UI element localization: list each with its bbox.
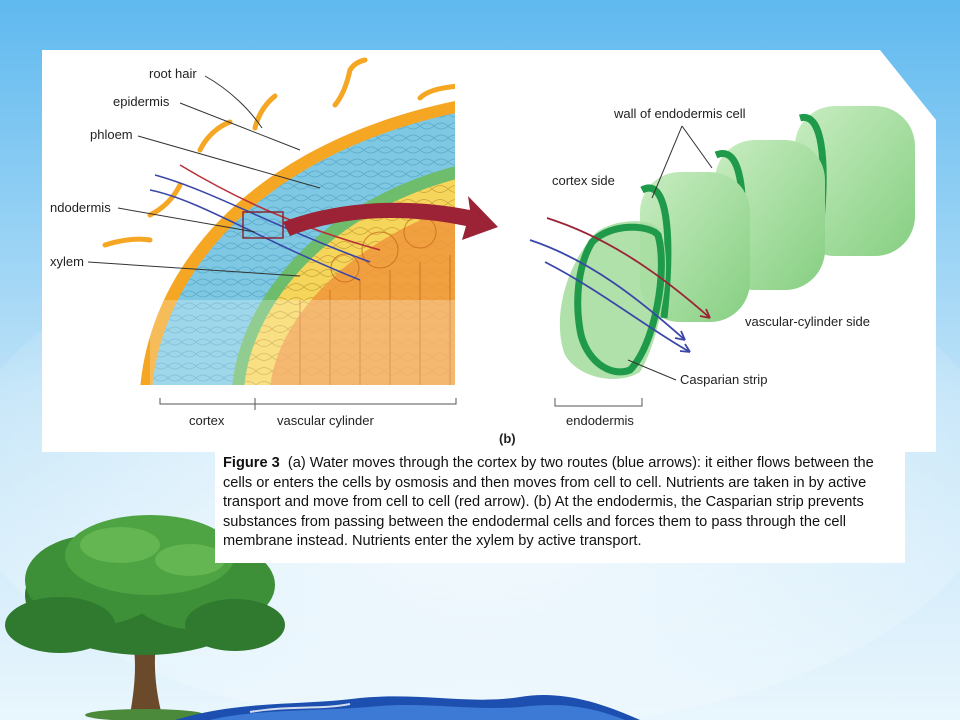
label-endodermis-right: endodermis bbox=[566, 413, 634, 428]
water-splash bbox=[175, 694, 640, 720]
label-endodermis-left: ndodermis bbox=[50, 200, 111, 215]
tree-illustration bbox=[5, 515, 285, 721]
label-root-hair: root hair bbox=[149, 66, 197, 81]
label-cortex: cortex bbox=[189, 413, 225, 428]
label-casparian-strip: Casparian strip bbox=[680, 372, 768, 387]
label-epidermis: epidermis bbox=[113, 94, 170, 109]
right-leader-lines bbox=[627, 125, 713, 381]
caption-text: (a) Water moves through the cortex by tw… bbox=[223, 455, 874, 550]
endodermis-cells bbox=[559, 106, 915, 379]
label-phloem: phloem bbox=[90, 127, 133, 142]
label-vascular-cylinder-side: vascular-cylinder side bbox=[745, 314, 870, 329]
big-red-arrow bbox=[283, 196, 498, 240]
endodermis-bracket bbox=[554, 398, 643, 407]
root-cross-section bbox=[102, 57, 455, 385]
caption-figure-label: Figure 3 bbox=[223, 455, 280, 471]
label-panel-b: (b) bbox=[499, 431, 516, 446]
figure-caption: Figure 3 (a) Water moves through the cor… bbox=[215, 451, 905, 563]
label-wall-of-endodermis-cell: wall of endodermis cell bbox=[614, 106, 746, 121]
cortex-vascular-bracket bbox=[159, 398, 457, 410]
label-vascular-cylinder: vascular cylinder bbox=[277, 413, 374, 428]
left-leader-lines bbox=[87, 75, 321, 277]
label-xylem: xylem bbox=[50, 254, 84, 269]
right-flow-arrows bbox=[529, 217, 711, 353]
label-cortex-side: cortex side bbox=[552, 173, 615, 188]
